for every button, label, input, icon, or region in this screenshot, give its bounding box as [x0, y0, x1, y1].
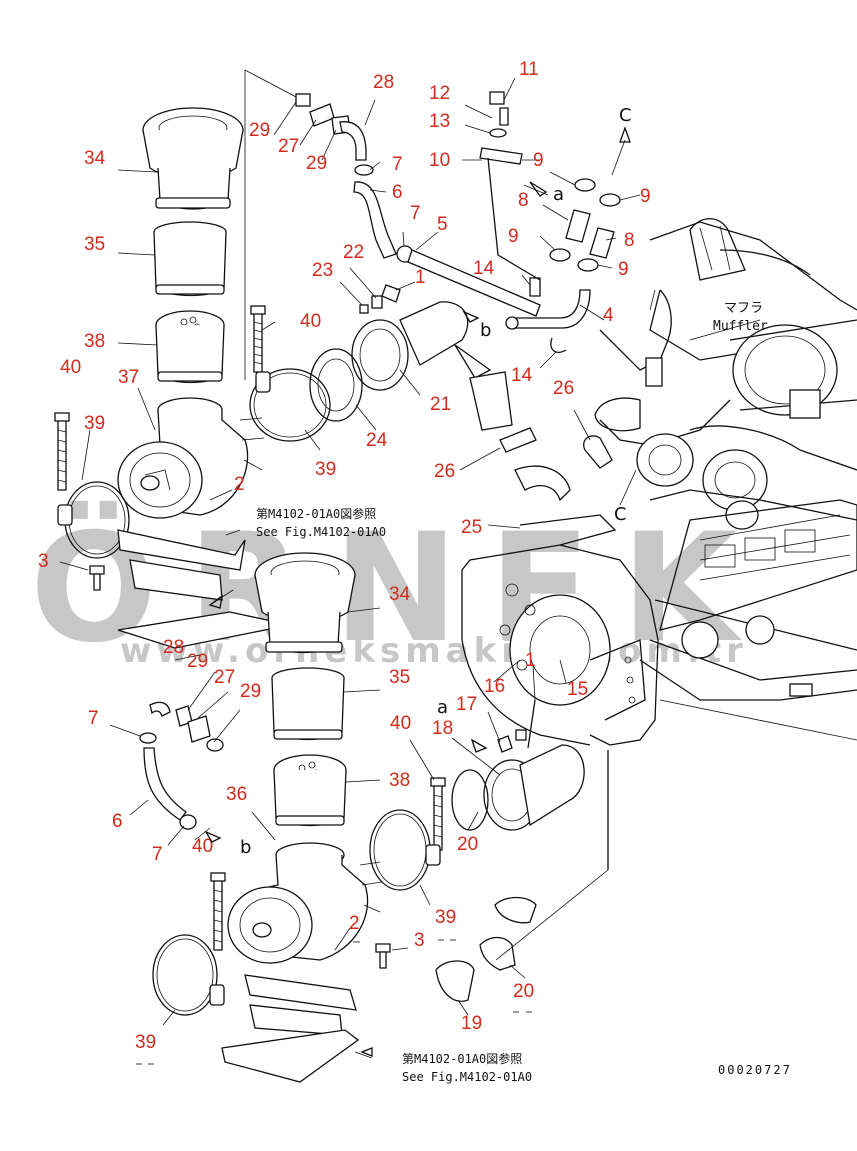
callout: 17: [456, 694, 477, 715]
callout: 29: [187, 651, 208, 672]
callout: 22: [343, 242, 364, 263]
callout: 1: [415, 267, 426, 288]
reference-note-upper: 第M4102-01A0図参照 See Fig.M4102-01A0: [256, 506, 386, 539]
lower-air-cleaner: [139, 552, 609, 1083]
callout: 35: [84, 234, 105, 255]
callout: 7: [88, 708, 99, 729]
reference-note-lower: 第M4102-01A0図参照 See Fig.M4102-01A0: [402, 1051, 532, 1084]
callout: 29: [249, 120, 270, 141]
reference-note-en: See Fig.M4102-01A0: [402, 1070, 532, 1084]
muffler-label-jp: マフラ: [724, 301, 763, 316]
callout: 29: [240, 681, 261, 702]
callout: 10: [429, 150, 450, 171]
callout: 9: [533, 150, 544, 171]
callout: 39: [315, 459, 336, 480]
callout: 23: [312, 260, 333, 281]
callout: 7: [392, 154, 403, 175]
upper-piping: [295, 91, 631, 431]
reference-note-jp: 第M4102-01A0図参照: [256, 506, 376, 521]
callout: 40: [60, 357, 81, 378]
callout: 26: [434, 461, 455, 482]
direction-letter: b: [480, 320, 491, 341]
callout: 16: [484, 676, 505, 697]
callout: 8: [518, 190, 529, 211]
callout: 7: [410, 203, 421, 224]
callout: 3: [414, 930, 425, 951]
muffler-label: マフラ Muffler: [713, 301, 768, 334]
direction-letter: C: [614, 504, 627, 525]
callout: 15: [567, 679, 588, 700]
callout: 18: [432, 718, 453, 739]
muffler-label-en: Muffler: [713, 319, 768, 334]
callout: 39: [135, 1032, 156, 1053]
callout: 5: [437, 214, 448, 235]
callout: 34: [84, 148, 106, 169]
callout: 14: [511, 365, 533, 386]
callout: 40: [390, 713, 411, 734]
callout: 20: [513, 981, 534, 1002]
callout: 24: [366, 430, 388, 451]
callout: 19: [461, 1013, 482, 1034]
callout: 28: [373, 72, 394, 93]
upper-air-cleaner: [54, 69, 331, 649]
callout: 2: [349, 913, 360, 934]
callout: 13: [429, 111, 450, 132]
callout: 11: [519, 59, 539, 80]
callout: 20: [457, 834, 478, 855]
dash-marks: [136, 939, 532, 1065]
direction-letter: C: [619, 105, 632, 126]
callout: 1: [525, 650, 536, 671]
callout: 14: [473, 258, 495, 279]
callout: 34: [389, 584, 411, 605]
callout: 9: [508, 226, 519, 247]
flywheel-housing: [461, 514, 659, 746]
callout: 38: [84, 331, 105, 352]
direction-letter: a: [437, 697, 448, 718]
callout: 40: [300, 311, 321, 332]
callout: 2: [234, 474, 245, 495]
callout: 38: [389, 770, 410, 791]
callout: 28: [163, 637, 184, 658]
callout: 8: [624, 230, 635, 251]
callout: 6: [392, 182, 403, 203]
reference-note-jp: 第M4102-01A0図参照: [402, 1051, 522, 1066]
direction-letter: a: [553, 184, 564, 205]
direction-letter: b: [240, 837, 251, 858]
callout: 12: [429, 83, 450, 104]
center-parts: [499, 427, 613, 502]
callout: 4: [603, 305, 614, 326]
callout: 26: [553, 378, 574, 399]
callout: 36: [226, 784, 247, 805]
callout: 3: [38, 551, 49, 572]
callout: 39: [84, 413, 105, 434]
reference-note-en: See Fig.M4102-01A0: [256, 525, 386, 539]
leader-lines: [59, 77, 761, 1059]
callout-numbers: 11 12 13 10 9 8 9 8 9 9 28 29 27 29 7 6 …: [38, 59, 651, 1053]
engine-assembly: [594, 218, 857, 741]
callout: 25: [461, 517, 482, 538]
callout: 40: [192, 836, 213, 857]
direction-letters: C a b a b C: [204, 105, 637, 858]
callout: 7: [152, 844, 163, 865]
callout: 29: [306, 153, 327, 174]
callout: 27: [214, 667, 235, 688]
callout: 9: [618, 259, 629, 280]
callout: 21: [430, 394, 451, 415]
drawing-code: 00020727: [718, 1063, 792, 1077]
callout: 9: [640, 186, 651, 207]
callout: 6: [112, 811, 123, 832]
callout: 37: [118, 367, 139, 388]
callout: 35: [389, 667, 410, 688]
callout: 27: [278, 136, 299, 157]
callout: 39: [435, 907, 456, 928]
